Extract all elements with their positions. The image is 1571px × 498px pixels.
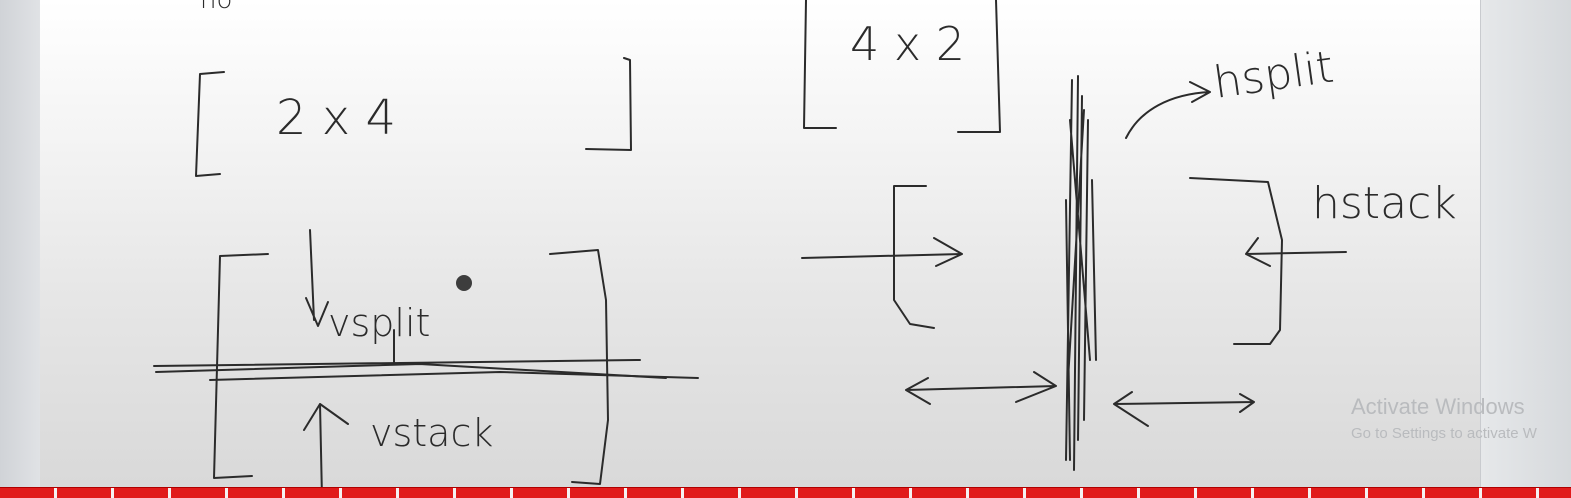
double-arrow-left (905, 371, 1057, 405)
matrix-b-right-bracket (957, 0, 1001, 133)
watermark-subtitle: Go to Settings to activate W (1351, 425, 1537, 442)
vstack-arrow (303, 403, 349, 498)
hsplit-curve-arrow (1125, 81, 1211, 139)
vsplit-left-bracket (213, 253, 269, 479)
activate-windows-watermark: Activate Windows Go to Settings to activ… (1351, 394, 1537, 444)
hsplit-left-bracket (893, 185, 935, 329)
matrix-a-right-bracket (585, 57, 632, 151)
bottom-progress-rail[interactable] (0, 487, 1571, 498)
matrix-a-label: 2 x 4 (276, 90, 396, 146)
hsplit-right-bracket (1189, 177, 1283, 345)
right-gutter (1480, 0, 1571, 498)
top-left-fragment-label: no (200, 0, 232, 15)
split-line-2 (155, 363, 667, 379)
pen-cursor-dot (456, 275, 472, 291)
split-bar (1065, 75, 1097, 471)
drawing-canvas[interactable] (40, 0, 1481, 498)
vstack-label: vstack (370, 411, 493, 455)
double-arrow-right (1113, 391, 1255, 427)
vsplit-arrow (305, 229, 329, 327)
matrix-a-left-bracket (195, 71, 225, 177)
left-arrow-into-bracket (801, 237, 963, 267)
split-line-1 (153, 359, 641, 367)
matrix-b-left-bracket (803, 0, 837, 129)
matrix-b-label: 4 x 2 (850, 17, 965, 71)
vsplit-label: vsplit (328, 301, 430, 345)
hstack-label: hstack (1312, 178, 1457, 229)
right-arrow-into-bracket (1245, 237, 1347, 267)
split-line-3 (209, 371, 699, 381)
watermark-title: Activate Windows (1351, 394, 1525, 419)
vsplit-right-bracket (549, 249, 609, 485)
hsplit-label: hsplit (1210, 42, 1336, 109)
